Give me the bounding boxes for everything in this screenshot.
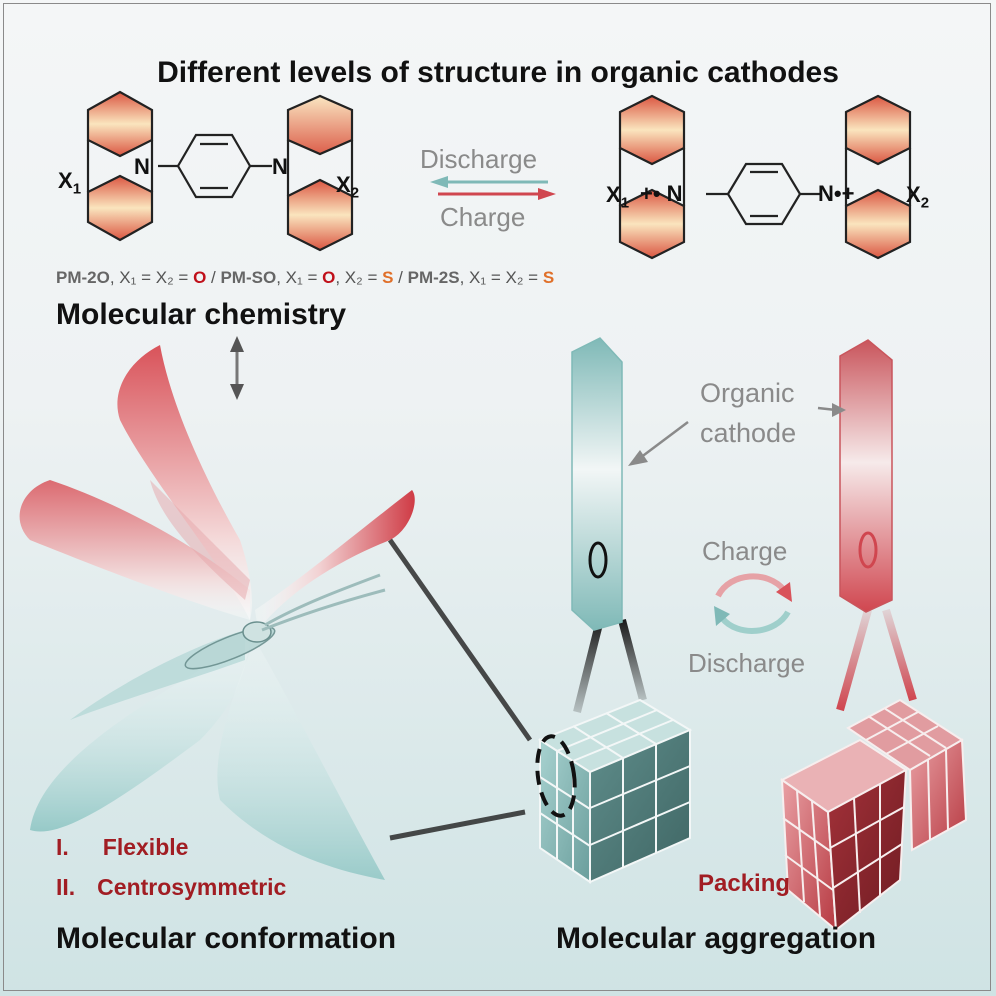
atom-x1-left: X1 [58, 168, 82, 198]
atom-n-left-2: N [272, 154, 288, 179]
highlight-ellipse [535, 734, 577, 818]
section-molecular-chemistry: Molecular chemistry [56, 298, 347, 331]
feature-2: II.Centrosymmetric [56, 874, 287, 900]
section-molecular-aggregation: Molecular aggregation [556, 922, 877, 955]
atom-n-right-2: N•+ [818, 181, 855, 206]
molecule-oxidized [618, 94, 912, 260]
compound-legend: PM-2O, X₁ = X₂ = O / PM-SO, X₁ = O, X₂ =… [56, 268, 555, 287]
atom-x2-left: X2 [336, 172, 360, 202]
cathode-pointer-arrows [628, 403, 846, 466]
section-molecular-conformation: Molecular conformation [56, 922, 397, 955]
connector-lines [387, 538, 917, 841]
feature-1: I.Flexible [56, 834, 189, 860]
charge-cycle-icon [714, 573, 792, 634]
atom-x1-right: X1 [606, 182, 630, 212]
figure-title: Different levels of structure in organic… [157, 56, 839, 89]
cathode-label-line1: Organic [700, 378, 795, 408]
cathode-label-line2: cathode [700, 418, 797, 448]
butterfly-illustration [19, 345, 415, 880]
cube-red [780, 698, 968, 933]
equilibrium-arrows [430, 176, 556, 200]
cathode-plate-red [839, 339, 893, 613]
reaction-backward-label: Charge [440, 202, 526, 232]
cube-teal [537, 698, 693, 884]
molecule-neutral [86, 90, 354, 252]
reaction-forward-label: Discharge [420, 144, 538, 174]
cycle-discharge-label: Discharge [688, 648, 806, 678]
atom-x2-right: X2 [906, 182, 930, 212]
atom-n-right-1: +• N [640, 181, 683, 206]
atom-n-left-1: N [134, 154, 150, 179]
cathode-plate-teal [571, 337, 623, 631]
double-arrow-icon [230, 336, 244, 400]
packing-label: Packing [698, 870, 791, 897]
cycle-charge-label: Charge [702, 536, 788, 566]
